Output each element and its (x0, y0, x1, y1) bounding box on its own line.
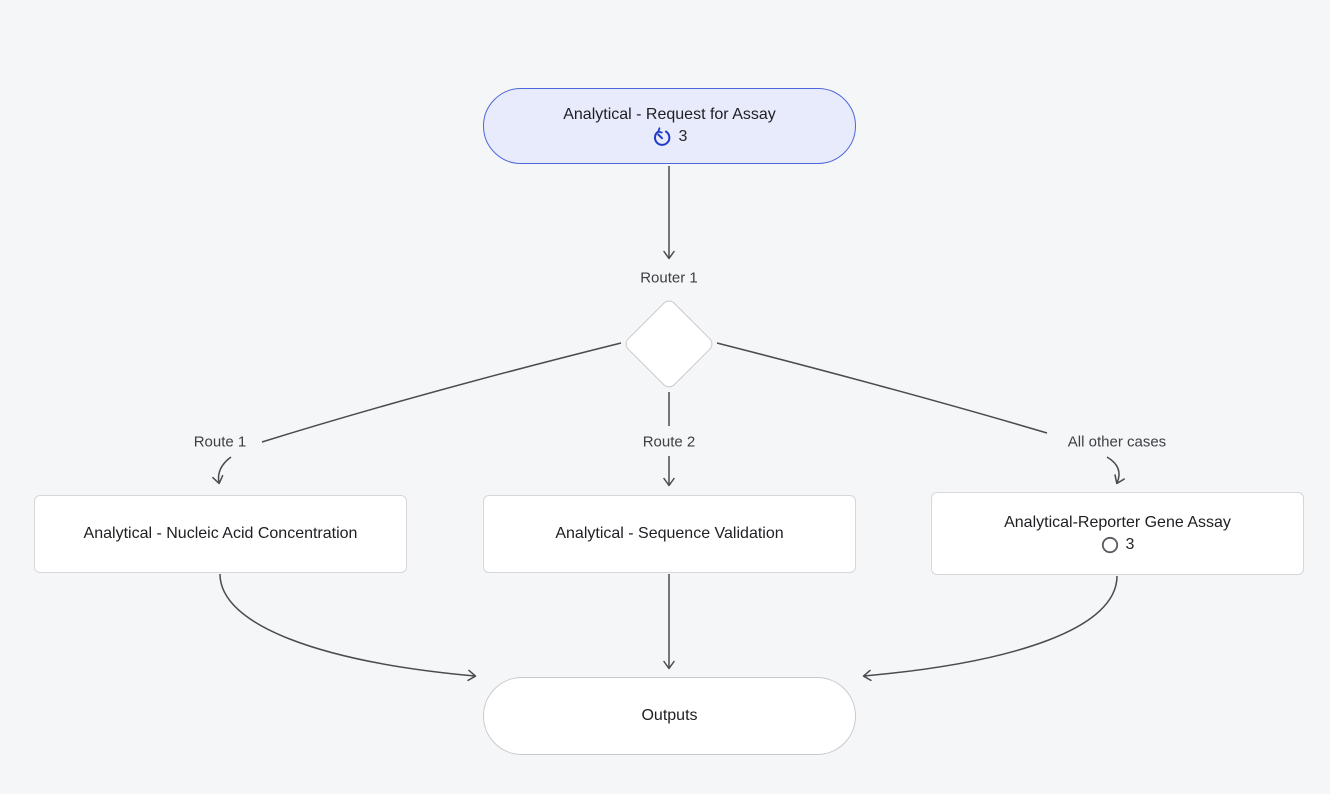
edge-label-route1: Route 1 (193, 433, 247, 451)
circle-icon (1101, 536, 1119, 554)
start-node-label: Analytical - Request for Assay (563, 105, 776, 123)
start-node-count: 3 (678, 128, 688, 146)
node-sequence-validation[interactable]: Analytical - Sequence Validation (483, 495, 856, 573)
edge-label-all-other-cases: All other cases (1067, 433, 1167, 451)
edge-router-to-route1-label (261, 342, 622, 443)
edge-label-route2: Route 2 (642, 433, 696, 451)
outputs-node[interactable]: Outputs (483, 677, 856, 755)
edge-left-node-to-outputs (219, 573, 477, 682)
node-label: Analytical - Nucleic Acid Concentration (83, 525, 358, 543)
edge-allother-label-to-node (1106, 456, 1125, 485)
node-reporter-gene-assay[interactable]: Analytical-Reporter Gene Assay 3 (931, 492, 1304, 575)
edge-right-node-to-outputs (862, 575, 1118, 682)
node-label: Analytical-Reporter Gene Assay (1004, 513, 1231, 531)
node-nucleic-acid-concentration[interactable]: Analytical - Nucleic Acid Concentration (34, 495, 407, 573)
router-label: Router 1 (640, 269, 698, 287)
edge-route1-label-to-node (212, 456, 232, 485)
node-label: Analytical - Sequence Validation (555, 525, 784, 543)
node-count: 3 (1125, 536, 1135, 554)
start-node-analytical-request-for-assay[interactable]: Analytical - Request for Assay 3 (483, 88, 856, 164)
edge-router-to-allother-label (716, 342, 1048, 434)
timer-icon (652, 127, 672, 147)
outputs-label: Outputs (641, 707, 698, 725)
